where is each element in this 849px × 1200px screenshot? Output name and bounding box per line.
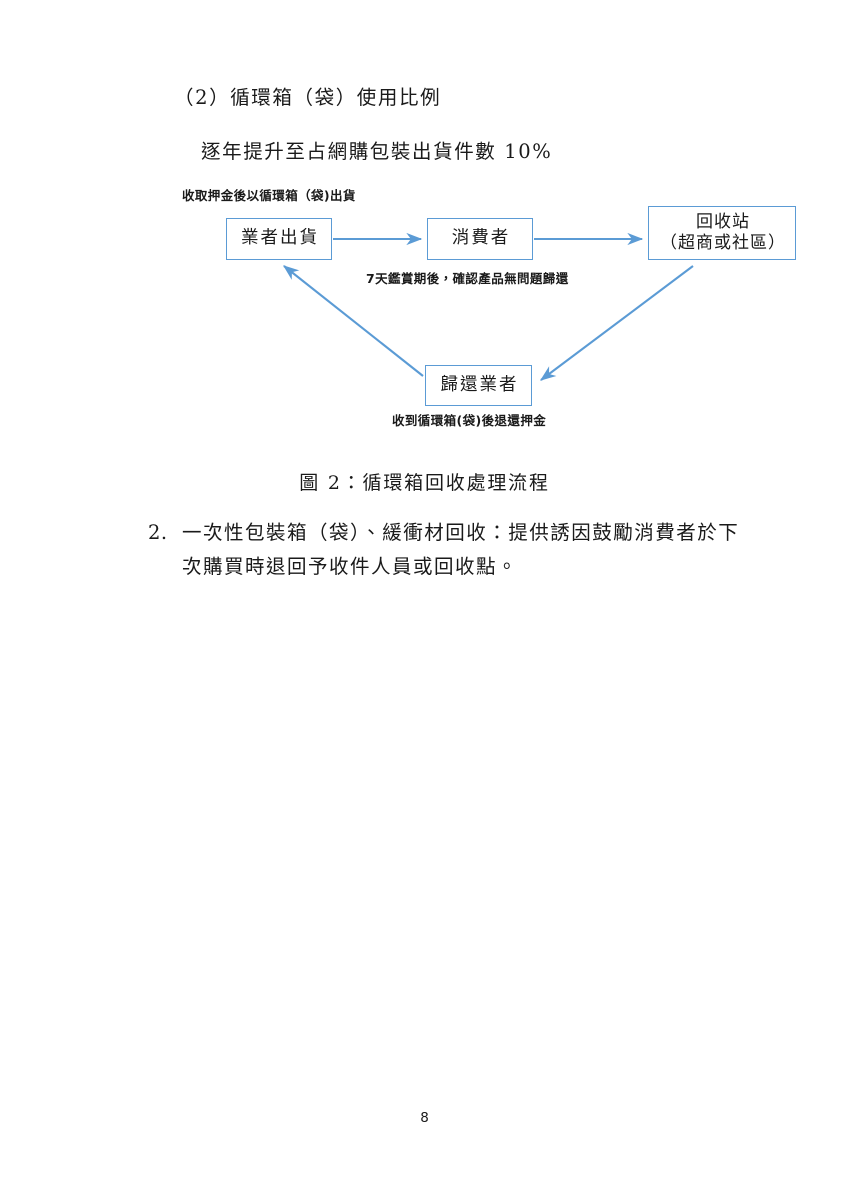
flow-node-shipper: 業者出貨 [226,218,332,260]
flow-node-recycling-station: 回收站 （超商或社區） [648,206,796,260]
annotation-seven-day-return: 7天鑑賞期後，確認產品無問題歸還 [366,271,569,286]
flow-node-consumer-label: 消費者 [451,228,511,249]
paragraph-marker: 2. [148,521,168,544]
figure-arrows [283,232,694,381]
arrow-returner-to-shipper [283,265,424,377]
flow-node-recycling-station-label-line1: 回收站 [696,212,750,233]
numbered-paragraph-2: 2. 一次性包裝箱（袋）、緩衝材回收：提供誘因鼓勵消費者於下 次購買時退回予收件… [148,516,778,584]
arrow-station-to-returner [539,265,694,381]
paragraph-line-2: 次購買時退回予收件人員或回收點。 [182,555,519,579]
figure-caption: 圖 2：循環箱回收處理流程 [0,468,849,495]
annotation-deposit: 收取押金後以循環箱（袋)出貨 [182,188,356,203]
flow-node-returner-label: 歸還業者 [440,374,519,395]
paragraph-line-1: 一次性包裝箱（袋）、緩衝材回收：提供誘因鼓勵消費者於下 [182,521,740,544]
section-heading-text: （2）循環箱（袋）使用比例 [174,86,442,109]
page-number: 8 [420,1110,429,1126]
flow-node-shipper-label: 業者出貨 [241,228,319,249]
annotation-deposit-refund: 收到循環箱(袋)後退還押金 [392,413,547,428]
flow-node-recycling-station-label-line2: （超商或社區） [660,233,786,253]
figure-caption-text: 圖 2：循環箱回收處理流程 [299,472,550,494]
figure-recycling-flow: 業者出貨 消費者 回收站 （超商或社區） 歸還業者 收取押金後以循環箱（袋)出貨… [0,180,849,500]
section-target-line: 逐年提升至占網購包裝出貨件數 10% [201,138,552,166]
section-target-text: 逐年提升至占網購包裝出貨件數 10% [201,140,553,163]
section-heading: （2）循環箱（袋）使用比例 [174,84,441,112]
flow-node-consumer: 消費者 [427,218,533,260]
flow-node-returner: 歸還業者 [425,365,532,406]
